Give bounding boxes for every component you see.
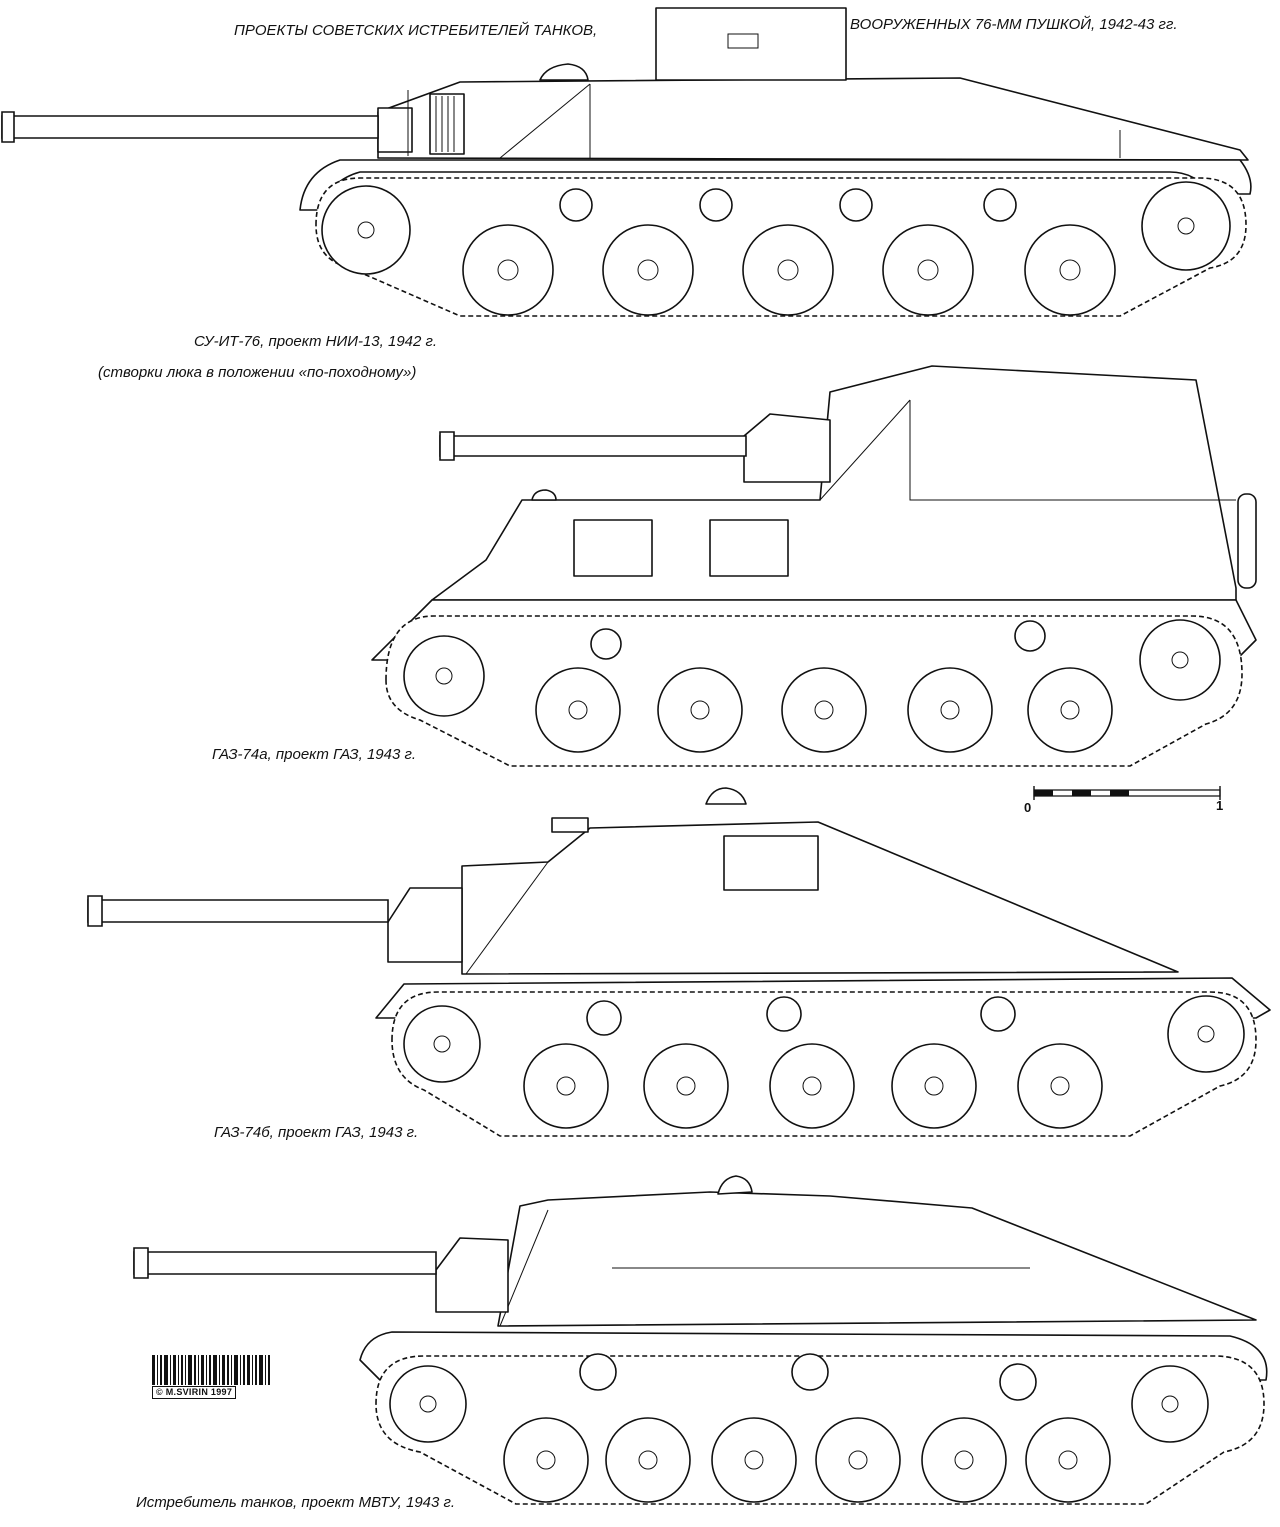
caption-vehicle-1: СУ-ИТ-76, проект НИИ-13, 1942 г. <box>194 333 438 350</box>
title-left: ПРОЕКТЫ СОВЕТСКИХ ИСТРЕБИТЕЛЕЙ ТАНКОВ, <box>234 22 598 39</box>
caption-vehicle-2: ГАЗ-74а, проект ГАЗ, 1943 г. <box>212 746 417 763</box>
vehicle-4-gun-barrel <box>134 1252 436 1274</box>
scale-label-start: 0 <box>1024 800 1032 815</box>
barcode-stamp <box>152 1355 270 1385</box>
vehicle-3-gun-barrel <box>88 900 388 922</box>
title-right: ВООРУЖЕННЫХ 76-ММ ПУШКОЙ, 1942-43 гг. <box>850 16 1178 33</box>
note-vehicle-1: (створки люка в положении «по-походному»… <box>98 364 417 381</box>
vehicle-3-running-gear <box>392 992 1256 1136</box>
vehicle-1-hull <box>300 8 1251 210</box>
vehicle-1-running-gear <box>316 178 1246 316</box>
vehicle-4-drawing <box>134 1176 1267 1504</box>
vehicle-2-gun-barrel <box>440 436 746 456</box>
vehicle-3-drawing <box>88 788 1270 1136</box>
vehicle-4-hull <box>360 1176 1267 1380</box>
caption-vehicle-3: ГАЗ-74б, проект ГАЗ, 1943 г. <box>214 1124 419 1141</box>
scale-label-end: 1 <box>1216 798 1224 813</box>
vehicle-4-running-gear <box>376 1354 1264 1504</box>
copyright-stamp: © M.SVIRIN 1997 <box>152 1386 237 1399</box>
caption-vehicle-4: Истребитель танков, проект МВТУ, 1943 г. <box>136 1494 456 1511</box>
vehicle-2-drawing <box>372 366 1256 766</box>
scale-bar <box>1034 786 1220 800</box>
vehicle-2-running-gear <box>386 616 1242 766</box>
vehicle-1-drawing <box>2 8 1251 316</box>
vehicle-3-hull <box>376 788 1270 1018</box>
vehicle-1-gun-barrel <box>2 116 378 138</box>
